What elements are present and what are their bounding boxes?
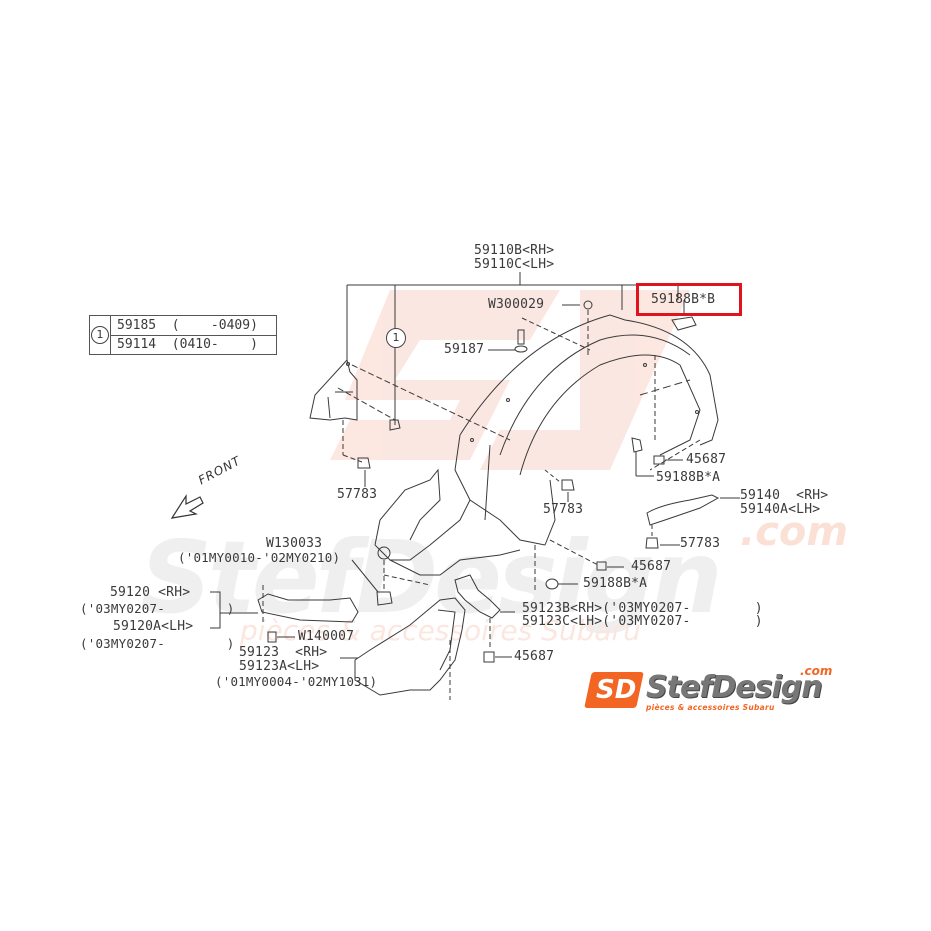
label-59110b-rh[interactable]: 59110B<RH> [474,243,555,258]
logo-domain: .com [800,664,833,678]
legend-row: 59114 (0410- ) [111,334,276,355]
label-59120a-lh[interactable]: 59120A<LH> [113,619,194,634]
highlighted-part-box[interactable] [636,283,742,316]
legend-part: 59114 [117,337,157,353]
legend-table: 1 59185 ( -0409) 59114 (0410- ) [89,315,277,355]
legend-ref-cell: 1 [90,316,111,354]
label-59123b-rh[interactable]: 59123B<RH>('03MY0207- ) [522,601,763,616]
legend-range: ( -0409) [171,317,258,333]
stefdesign-logo: SD StefDesign .com pièces & accessoires … [584,664,848,716]
label-45687-mid[interactable]: 45687 [631,559,672,574]
label-59140-rh[interactable]: 59140 <RH> [740,488,829,503]
sd-logo-icon: SD [584,672,644,708]
label-57783-center[interactable]: 57783 [543,502,584,517]
label-59120a-lh-range: ('03MY0207- ) [80,636,235,651]
label-59110c-lh[interactable]: 59110C<LH> [474,257,555,272]
legend-range: (0410- ) [171,337,258,353]
label-w130033[interactable]: W130033 [266,536,323,551]
svg-text:.com: .com [740,509,848,555]
ref-circle-1-icon: 1 [386,328,406,348]
legend-part: 59185 [117,317,157,333]
label-59187[interactable]: 59187 [444,342,485,357]
label-59123c-lh[interactable]: 59123C<LH>('03MY0207- ) [522,614,763,629]
label-57783-left[interactable]: 57783 [337,487,378,502]
label-59123-range: ('01MY0004-'02MY1031) [215,674,378,689]
label-59123a-lh[interactable]: 59123A<LH> [239,659,320,674]
label-59188b-a-mid[interactable]: 59188B*A [583,576,648,591]
svg-text:pièces & accessoires Subaru: pièces & accessoires Subaru [239,614,641,647]
label-59123-rh[interactable]: 59123 <RH> [239,645,328,660]
label-59188b-b[interactable]: 59188B*B [651,292,716,307]
label-45687-bottom[interactable]: 45687 [514,649,555,664]
label-59188b-a-top[interactable]: 59188B*A [656,470,721,485]
logo-name: StefDesign [646,670,823,705]
label-59120-rh-range: ('03MY0207- ) [80,601,235,616]
label-w130033-range: ('01MY0010-'02MY0210) [178,550,341,565]
label-59120-rh[interactable]: 59120 <RH> [110,585,191,600]
ref-circle-icon: 1 [91,326,109,344]
label-45687-top[interactable]: 45687 [686,452,727,467]
label-w300029[interactable]: W300029 [488,297,545,312]
svg-text:StefDesign: StefDesign [140,519,719,636]
logo-tagline: pièces & accessoires Subaru [646,703,775,712]
label-57783-right[interactable]: 57783 [680,536,721,551]
label-w140007[interactable]: W140007 [298,629,355,644]
legend-row: 59185 ( -0409) [111,316,276,335]
label-59140a-lh[interactable]: 59140A<LH> [740,502,821,517]
